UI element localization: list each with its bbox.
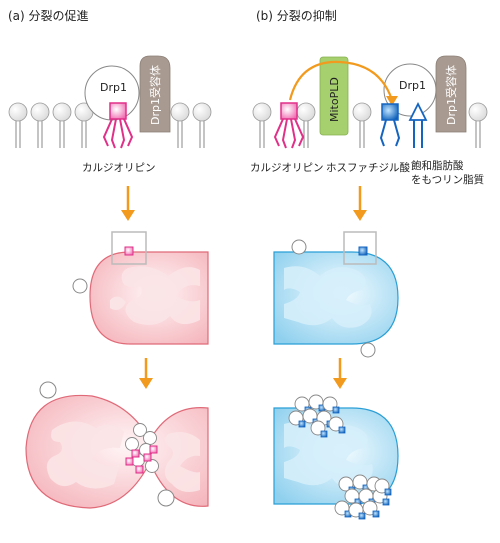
lipid-head <box>8 102 28 122</box>
arrow-b-1-head <box>353 210 367 221</box>
lipid-head-a-3 <box>157 489 175 507</box>
lipid-head <box>170 102 190 122</box>
drp1-a-label: Drp1 <box>100 81 127 94</box>
cardiolipin-b-label: カルジオリピン <box>250 162 324 174</box>
saturated-label-1: 飽和脂肪酸 <box>411 159 464 172</box>
saturated-phospholipid <box>408 101 428 148</box>
pa-marker <box>320 430 328 438</box>
lipid-head <box>30 102 50 122</box>
arrow-b-2-head <box>333 378 347 389</box>
arrow-a-2-head <box>139 378 153 389</box>
cardiolipin-marker <box>149 445 158 454</box>
lipid-head <box>296 102 316 122</box>
saturated-label-2: をもつリン脂質 <box>411 173 484 186</box>
conversion-arrow-head <box>386 96 398 106</box>
pa-marker <box>298 420 306 428</box>
pa-marker <box>382 498 390 506</box>
drp1-receptor-a-label: Drp1受容体 <box>148 65 162 125</box>
lipid-head <box>133 423 147 437</box>
lipid-head <box>252 102 272 122</box>
phosphatidic-acid <box>379 103 401 147</box>
arrow-a-1-head <box>121 210 135 221</box>
constriction-cluster-a <box>125 423 159 474</box>
pa-marker <box>384 488 392 496</box>
cardiolipin-a <box>102 102 134 149</box>
phosphatidic-acid-label: ホスファチジル酸 <box>326 161 410 174</box>
lipid-head-b-2 <box>360 342 376 358</box>
cardiolipin-a-label: カルジオリピン <box>82 162 156 174</box>
lipid-head <box>145 459 159 473</box>
panel-a-title: (a) 分裂の促進 <box>8 9 89 23</box>
mitochondrion-a-1 <box>89 251 209 345</box>
cardiolipin-marker <box>135 465 144 474</box>
panel-a-membrane <box>8 102 212 148</box>
pa-marker <box>338 426 346 434</box>
lipid-head <box>468 102 488 122</box>
pa-marker <box>358 512 366 520</box>
lipid-head <box>52 102 72 122</box>
lipid-head-a-1 <box>72 278 88 294</box>
drp1-receptor-b <box>435 55 467 133</box>
conversion-arrow <box>288 60 394 101</box>
cluster-b-2 <box>334 474 392 520</box>
zoom-box-a <box>111 231 147 265</box>
pa-marker <box>372 510 380 518</box>
mitochondrion-a-2 <box>25 394 209 509</box>
lipid-head <box>125 437 139 451</box>
zoom-box-b <box>343 231 377 265</box>
cardiolipin-marker <box>131 449 140 458</box>
panel-b-title: (b) 分裂の抑制 <box>256 8 337 23</box>
mitopld-protein <box>319 56 349 136</box>
lipid-head-b-1 <box>291 239 307 255</box>
lipid-head <box>143 431 157 445</box>
mitopld-label: MitoPLD <box>328 77 341 122</box>
cardiolipin-marker <box>143 453 152 462</box>
lipid-head <box>192 102 212 122</box>
pa-marker <box>332 406 340 414</box>
cluster-b-1 <box>288 394 346 438</box>
cardiolipin-b <box>273 102 305 149</box>
drp1-receptor-a <box>139 55 171 133</box>
drp1-b-label: Drp1 <box>399 79 426 92</box>
panel-b-membrane <box>252 102 488 148</box>
drp1-receptor-b-label: Drp1受容体 <box>444 65 458 125</box>
lipid-head <box>352 102 372 122</box>
cardiolipin-marker-a-1 <box>124 246 134 256</box>
lipid-head-a-2 <box>39 381 57 399</box>
cardiolipin-marker <box>125 457 134 466</box>
mitochondrion-b-1 <box>273 251 399 345</box>
pa-marker-b-1 <box>358 246 368 256</box>
